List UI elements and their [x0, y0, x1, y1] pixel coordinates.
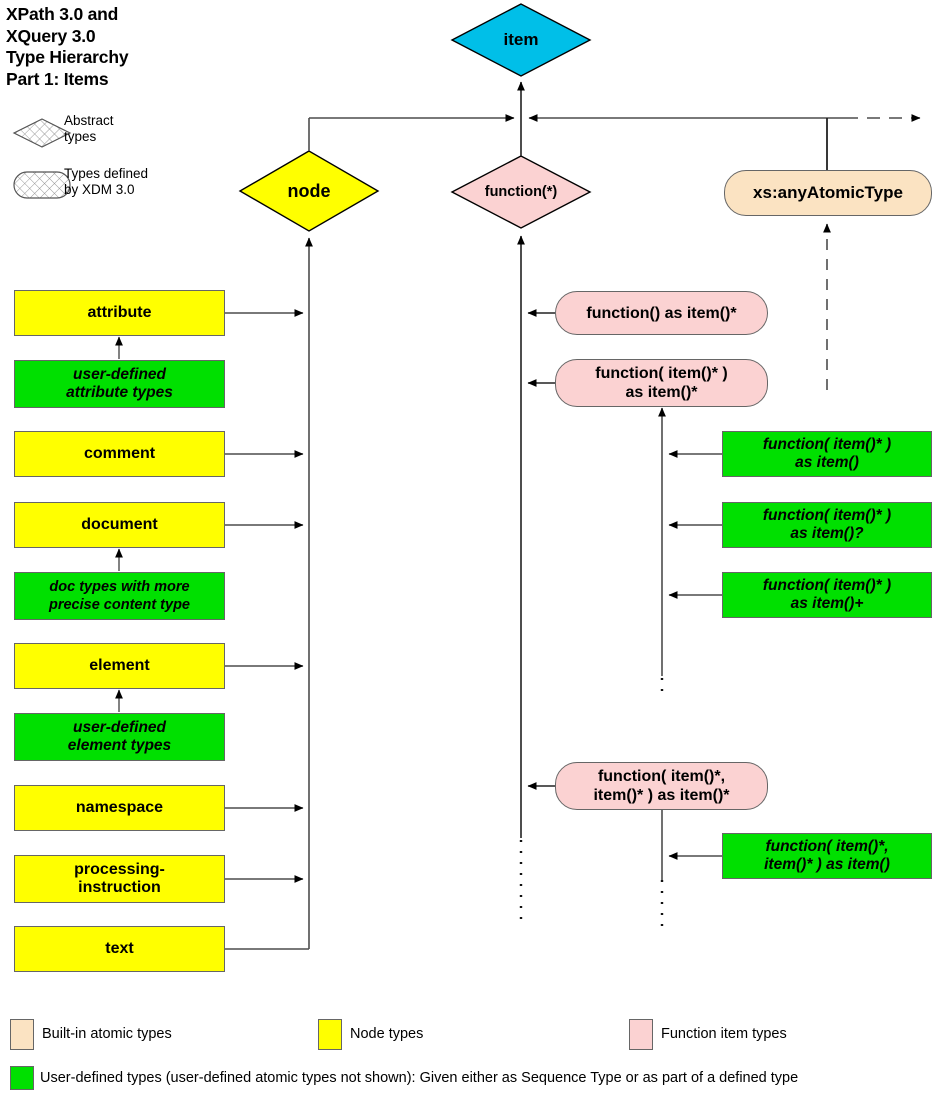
node-type-processing-instruction[interactable]: processing- instruction [14, 855, 225, 903]
user-function-type-2-line2: as item()+ [790, 595, 864, 612]
node-type-text[interactable]: text [14, 926, 225, 972]
node-type-document-label: document [81, 516, 158, 533]
user-function-type-0-line1: function( item()* ) [762, 436, 892, 453]
node-type-element[interactable]: element [14, 643, 225, 689]
shape-key-xdm: Types defined by XDM 3.0 [64, 166, 204, 197]
user-function-type-0[interactable]: function( item()* ) as item() [722, 431, 932, 477]
xs-any-atomic-type-node[interactable]: xs:anyAtomicType [724, 170, 932, 216]
node-type-pi-line1: processing- [74, 861, 165, 878]
user-type-element-line1: user-defined [72, 719, 166, 736]
legend-swatch-node-types [318, 1019, 342, 1050]
shape-key-abstract: Abstract types [64, 113, 194, 144]
title-line-1: XPath 3.0 and [6, 4, 119, 24]
function-type-1-line2: as item()* [625, 384, 698, 401]
function-type-1[interactable]: function( item()* ) as item()* [555, 359, 768, 407]
user-type-document[interactable]: doc types with more precise content type [14, 572, 225, 620]
legend-label-function-item-types: Function item types [661, 1026, 787, 1042]
node-type-namespace-label: namespace [75, 799, 164, 816]
shape-key-xdm-line1: Types defined [64, 166, 149, 181]
node-type-attribute-label: attribute [87, 304, 152, 321]
title-line-4: Part 1: Items [6, 68, 109, 89]
shape-key-abstract-line1: Abstract [64, 113, 114, 128]
function-type-0-line1: function() as item()* [586, 304, 737, 322]
legend-swatch-builtin-atomic [10, 1019, 34, 1050]
shape-key-xdm-line2: by XDM 3.0 [64, 181, 135, 197]
function-type-2-line1: function( item()*, [597, 768, 726, 785]
legend-label-builtin-atomic: Built-in atomic types [42, 1026, 172, 1042]
user-function-type-1-line2: as item()? [790, 525, 864, 542]
function-type-1-line1: function( item()* ) [595, 365, 728, 382]
user-type-attribute[interactable]: user-defined attribute types [14, 360, 225, 408]
user-function-type-2-line1: function( item()* ) [762, 577, 892, 594]
user-type-attribute-line1: user-defined [72, 366, 166, 383]
diagram-title: XPath 3.0 and XQuery 3.0 Type Hierarchy … [6, 4, 266, 90]
node-type-text-label: text [105, 940, 134, 957]
legend-swatch-user-defined [10, 1066, 34, 1090]
user-function-type-0-line2: as item() [795, 454, 859, 471]
user-function-type-2[interactable]: function( item()* ) as item()+ [722, 572, 932, 618]
node-type-pi-line2: instruction [78, 879, 161, 896]
title-line-3: Type Hierarchy [6, 47, 129, 67]
user-function-type-1-line1: function( item()* ) [762, 507, 892, 524]
xs-any-atomic-type-label: xs:anyAtomicType [753, 183, 903, 202]
legend-label-node-types: Node types [350, 1026, 424, 1042]
node-type-element-label: element [89, 657, 150, 674]
title-line-2: XQuery 3.0 [6, 25, 96, 46]
user-function-type-1[interactable]: function( item()* ) as item()? [722, 502, 932, 548]
user-type-document-line1: doc types with more [49, 579, 190, 595]
user-function-type-3[interactable]: function( item()*, item()* ) as item() [722, 833, 932, 879]
legend-label-user-defined: User-defined types (user-defined atomic … [40, 1070, 799, 1086]
node-type-comment[interactable]: comment [14, 431, 225, 477]
shape-key-abstract-line2: types [64, 128, 97, 144]
legend-swatch-function-item-types [629, 1019, 653, 1050]
user-function-type-3-line2: item()* ) as item() [764, 856, 890, 873]
user-type-element-line2: element types [67, 737, 172, 754]
user-function-type-3-line1: function( item()*, [765, 838, 889, 855]
user-type-document-line2: precise content type [48, 597, 190, 613]
node-type-attribute[interactable]: attribute [14, 290, 225, 336]
node-type-document[interactable]: document [14, 502, 225, 548]
function-type-2-line2: item()* ) as item()* [593, 787, 730, 804]
function-type-0[interactable]: function() as item()* [555, 291, 768, 335]
user-type-element[interactable]: user-defined element types [14, 713, 225, 761]
node-type-namespace[interactable]: namespace [14, 785, 225, 831]
user-type-attribute-line2: attribute types [66, 384, 173, 401]
node-type-comment-label: comment [83, 445, 156, 462]
function-type-2[interactable]: function( item()*, item()* ) as item()* [555, 762, 768, 810]
